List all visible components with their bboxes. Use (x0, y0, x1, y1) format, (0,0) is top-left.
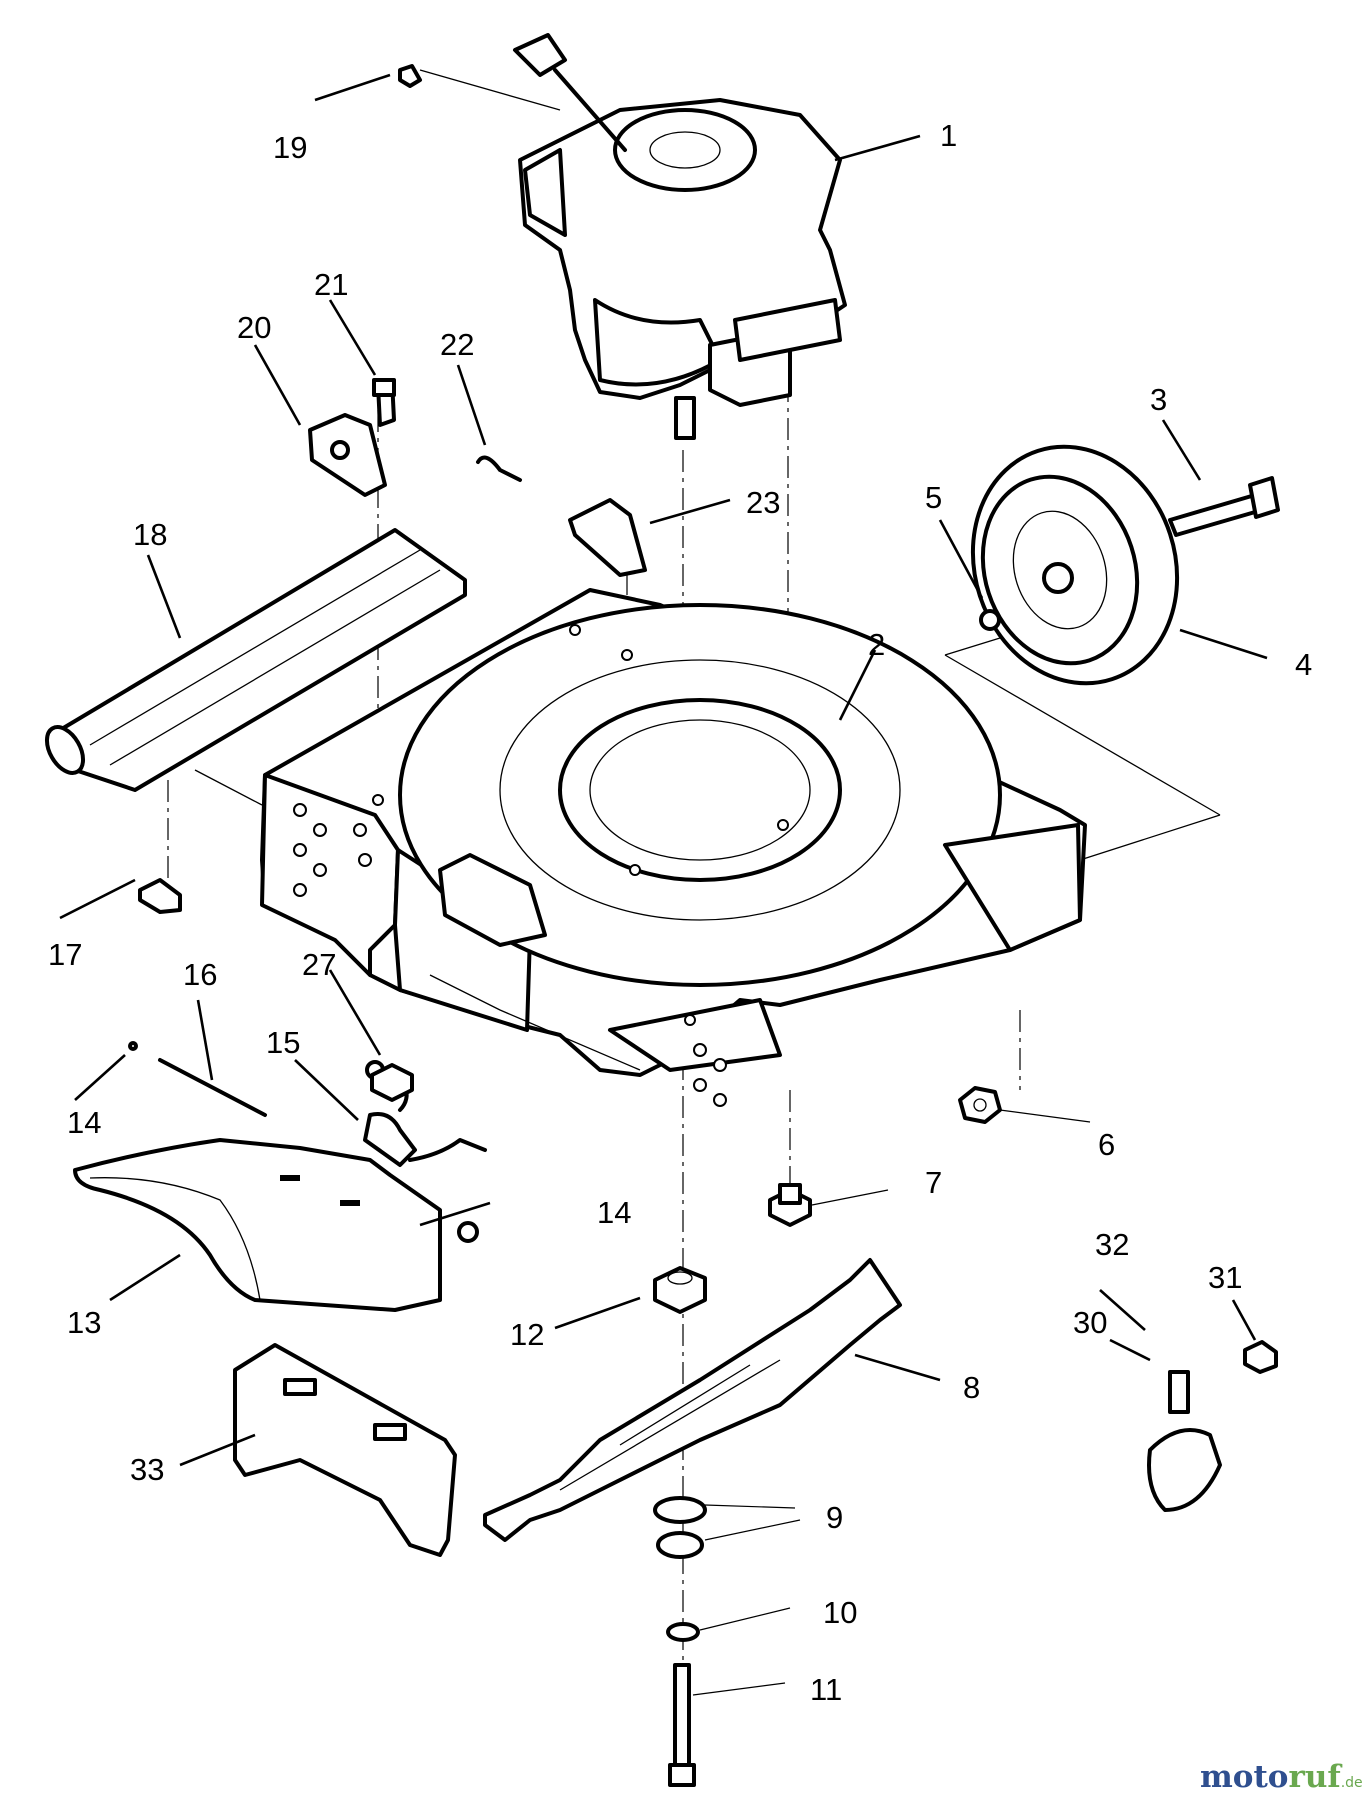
rear-baffle (44, 528, 467, 792)
engine (513, 33, 847, 440)
blade (483, 1258, 902, 1542)
callout-6: 6 (1098, 1127, 1115, 1162)
callout-1: 1 (940, 118, 957, 153)
fasteners (370, 1063, 1002, 1787)
watermark-part2: ruf (1288, 1759, 1342, 1795)
adjuster-kit (1147, 1340, 1278, 1512)
watermark-part1: moto (1200, 1759, 1288, 1795)
mulch-plate (233, 1343, 457, 1557)
callout-3: 3 (1150, 382, 1167, 417)
callout-14-right: 14 (597, 1195, 631, 1230)
callout-labels: 1 2 3 4 5 6 7 8 9 10 11 12 13 14 14 15 1… (48, 118, 1312, 1707)
watermark-suffix: .de (1341, 1775, 1363, 1791)
callout-21: 21 (314, 267, 348, 302)
callout-8: 8 (963, 1370, 980, 1405)
callout-18: 18 (133, 517, 167, 552)
callout-9: 9 (826, 1500, 843, 1535)
callout-32: 32 (1095, 1227, 1129, 1262)
clips (138, 64, 422, 914)
callout-17: 17 (48, 937, 82, 972)
leader-lines (59, 73, 1268, 1696)
callout-23: 23 (746, 485, 780, 520)
brackets (308, 378, 647, 577)
callout-5: 5 (925, 480, 942, 515)
callout-4: 4 (1295, 647, 1312, 682)
callout-27: 27 (302, 947, 336, 982)
callout-20: 20 (237, 310, 271, 345)
mower-deck (260, 588, 1087, 1107)
callout-13: 13 (67, 1305, 101, 1340)
watermark-logo: motoruf.de (1200, 1759, 1363, 1795)
callout-7: 7 (925, 1165, 942, 1200)
callout-14-left: 14 (67, 1105, 101, 1140)
callout-15: 15 (266, 1025, 300, 1060)
callout-31: 31 (1208, 1260, 1242, 1295)
callout-33: 33 (130, 1452, 164, 1487)
wheel-assembly (970, 444, 1280, 686)
callout-16: 16 (183, 957, 217, 992)
svg-text:motoruf.de: motoruf.de (1200, 1759, 1363, 1795)
callout-11: 11 (810, 1672, 842, 1707)
callout-10: 10 (823, 1595, 857, 1630)
callout-2: 2 (868, 627, 885, 662)
discharge-deflector (73, 1041, 487, 1312)
callout-19: 19 (273, 130, 307, 165)
callout-22: 22 (440, 327, 474, 362)
callout-30: 30 (1073, 1305, 1107, 1340)
callout-12: 12 (510, 1317, 544, 1352)
